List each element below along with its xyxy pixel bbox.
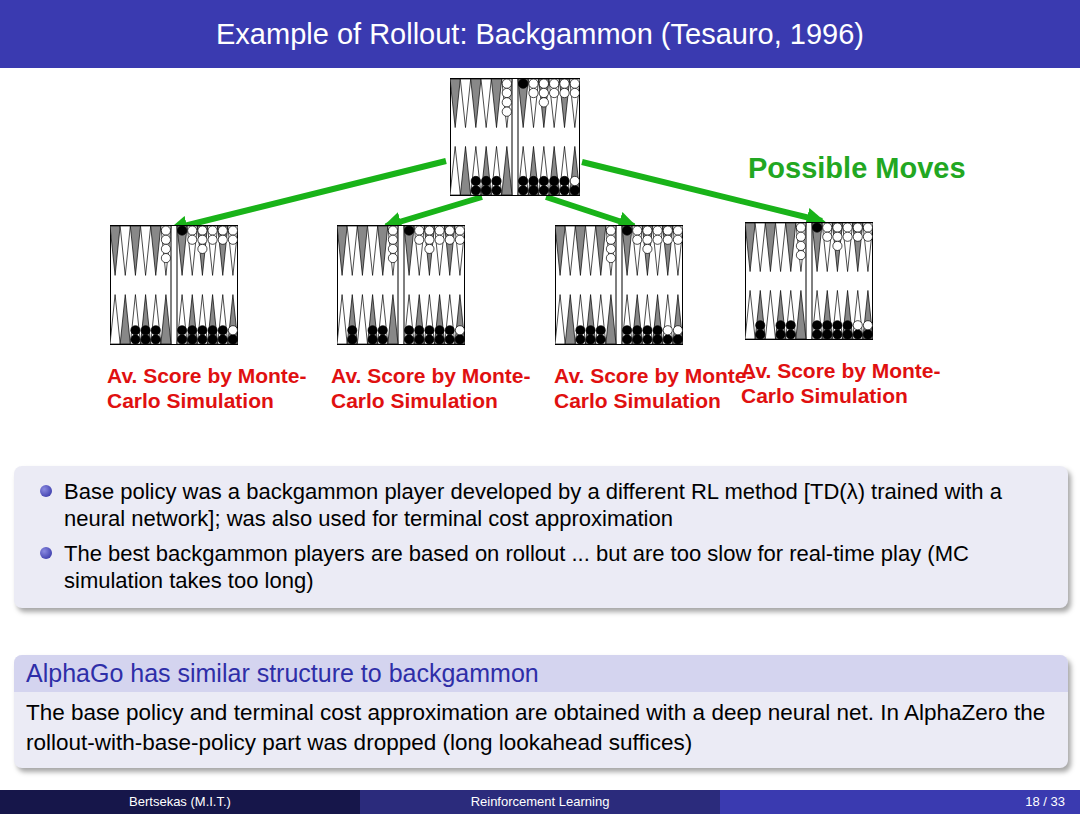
score-caption: Av. Score by Monte-Carlo Simulation [107,363,337,413]
move-board: Av. Score by Monte-Carlo Simulation [741,222,971,408]
bullet-content: Base policy was a backgammon player deve… [64,479,1002,531]
backgammon-board [110,225,238,345]
block-header: AlphaGo has similar structure to backgam… [14,655,1068,692]
backgammon-board [337,225,465,345]
move-arrow [386,197,482,226]
theorem-block: AlphaGo has similar structure to backgam… [14,655,1068,768]
score-caption: Av. Score by Monte-Carlo Simulation [331,363,561,413]
footer-text: Bertsekas (M.I.T.) [0,790,360,814]
bullet-text: Base policy was a backgammon player deve… [14,478,1054,532]
root-board [450,78,580,196]
bullet-content: The best backgammon players are based on… [64,541,969,593]
footer-text: Reinforcement Learning [360,790,720,814]
board-holder [337,225,561,345]
bullet-dot [40,485,52,497]
footer-bar: Bertsekas (M.I.T.)Reinforcement Learning… [0,790,1080,814]
backgammon-board [745,222,873,340]
score-caption: Av. Score by Monte-Carlo Simulation [741,358,971,408]
backgammon-board [450,78,580,196]
bullet-text: The best backgammon players are based on… [14,540,1054,594]
arrow-label: Possible Moves [748,152,966,185]
backgammon-board [555,225,683,345]
board-holder [110,225,337,345]
slide-title: Example of Rollout: Backgammon (Tesauro,… [0,0,1080,68]
move-board: Av. Score by Monte-Carlo Simulation [107,225,337,413]
bullet-block: Base policy was a backgammon player deve… [14,466,1068,608]
board-holder [745,222,971,340]
move-board: Av. Score by Monte-Carlo Simulation [331,225,561,413]
move-arrow [546,197,634,226]
block-body: The base policy and terminal cost approx… [14,692,1068,768]
bullet-dot [40,547,52,559]
footer-text: 18 / 33 [720,790,1065,814]
